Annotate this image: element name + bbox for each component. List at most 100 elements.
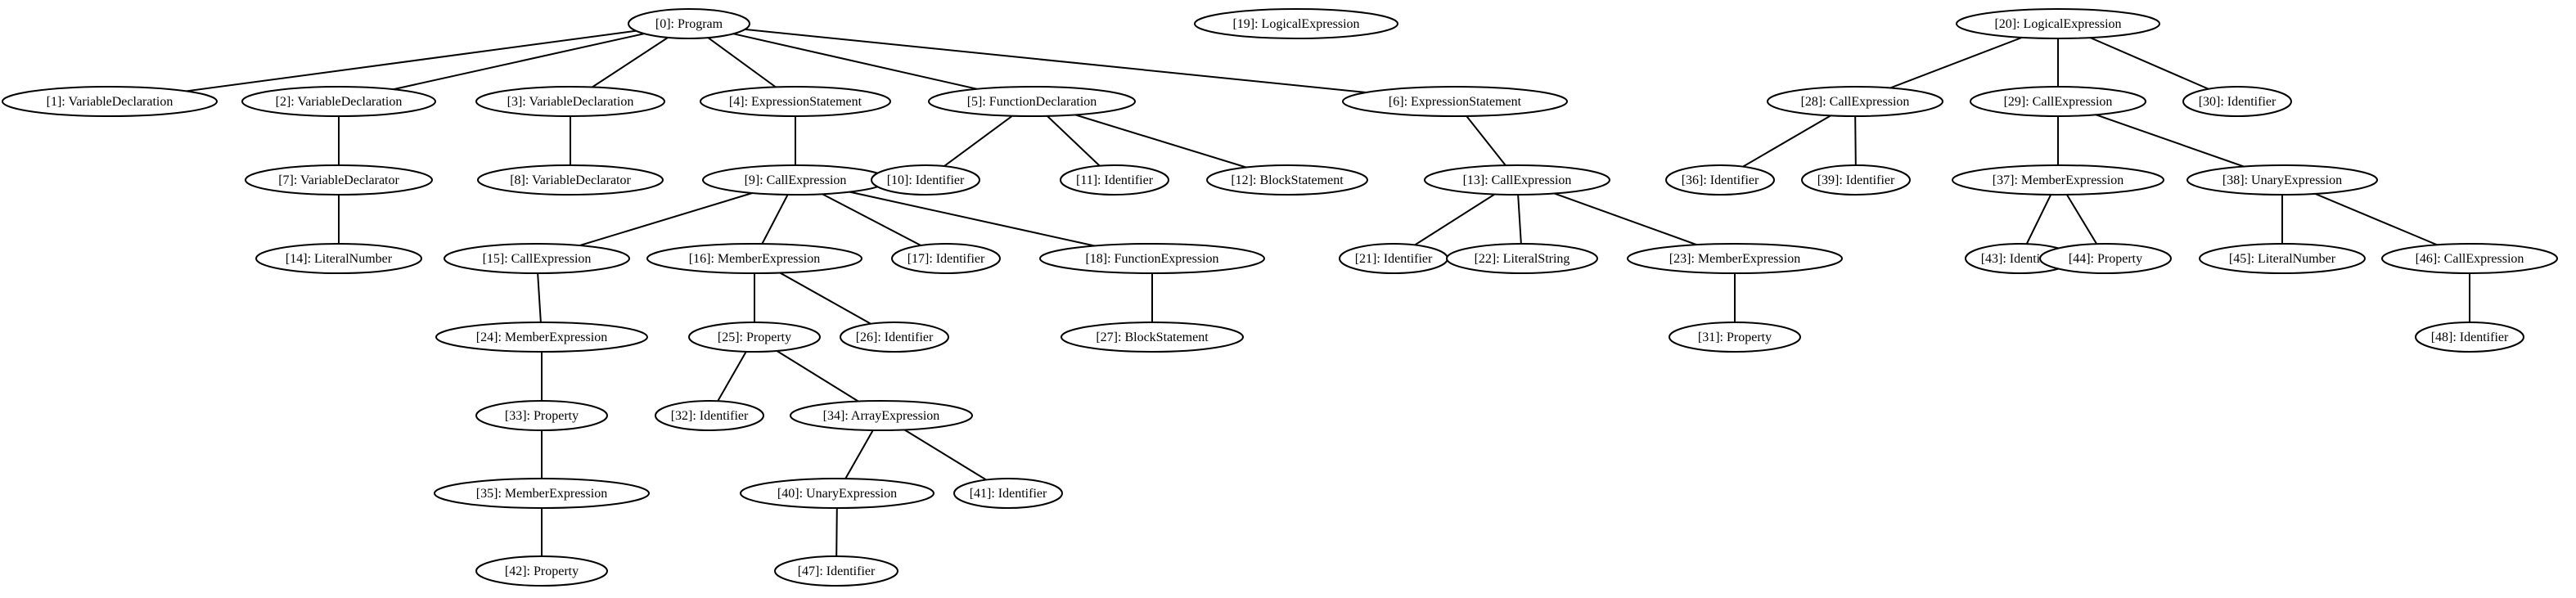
tree-node-shape — [2381, 243, 2558, 274]
tree-node-label: [30]: Identifier — [2199, 95, 2277, 109]
tree-node-label: [6]: ExpressionStatement — [1389, 95, 1522, 109]
tree-node-22: [22]: LiteralString — [1446, 243, 1598, 274]
tree-node-17: [17]: Identifier — [891, 243, 1001, 274]
tree-edge-0-1 — [109, 23, 690, 102]
tree-node-32: [32]: Identifier — [655, 400, 764, 431]
tree-node-label: [34]: ArrayExpression — [823, 409, 940, 423]
tree-node-45: [45]: LiteralNumber — [2199, 243, 2366, 274]
tree-node-20: [20]: LogicalExpression — [1956, 8, 2160, 39]
tree-node-14: [14]: LiteralNumber — [255, 243, 422, 274]
tree-node-9: [9]: CallExpression — [702, 164, 889, 196]
tree-node-47: [47]: Identifier — [774, 555, 898, 587]
tree-node-label: [40]: UnaryExpression — [777, 487, 897, 501]
tree-node-label: [41]: Identifier — [970, 487, 1047, 501]
tree-node-shape — [1956, 8, 2160, 39]
tree-node-shape — [1446, 243, 1598, 274]
tree-node-29: [29]: CallExpression — [1970, 86, 2146, 117]
tree-node-15: [15]: CallExpression — [444, 243, 630, 274]
tree-node-35: [35]: MemberExpression — [434, 478, 650, 509]
tree-node-label: [8]: VariableDeclarator — [510, 173, 631, 187]
tree-node-2: [2]: VariableDeclaration — [241, 86, 436, 117]
tree-node-label: [19]: LogicalExpression — [1232, 17, 1359, 31]
tree-node-21: [21]: Identifier — [1339, 243, 1448, 274]
tree-node-33: [33]: Property — [475, 400, 608, 431]
tree-node-shape — [655, 400, 764, 431]
tree-node-label: [48]: Identifier — [2431, 330, 2509, 344]
tree-node-6: [6]: ExpressionStatement — [1342, 86, 1568, 117]
tree-node-label: [2]: VariableDeclaration — [276, 95, 403, 109]
tree-node-shape — [628, 8, 750, 39]
tree-node-shape — [1194, 8, 1398, 39]
tree-node-30: [30]: Identifier — [2182, 86, 2292, 117]
tree-node-label: [13]: CallExpression — [1463, 173, 1572, 187]
tree-node-11: [11]: Identifier — [1060, 164, 1169, 196]
tree-node-label: [25]: Property — [718, 330, 791, 344]
tree-node-label: [35]: MemberExpression — [476, 487, 607, 501]
tree-node-label: [0]: Program — [655, 17, 723, 31]
tree-node-shape — [2199, 243, 2366, 274]
tree-node-shape — [1342, 86, 1568, 117]
tree-node-label: [28]: CallExpression — [1801, 95, 1910, 109]
tree-node-label: [10]: Identifier — [887, 173, 965, 187]
tree-node-7: [7]: VariableDeclarator — [245, 164, 433, 196]
tree-node-shape — [477, 164, 664, 196]
tree-node-label: [4]: ExpressionStatement — [729, 95, 862, 109]
tree-node-28: [28]: CallExpression — [1767, 86, 1943, 117]
tree-node-25: [25]: Property — [688, 321, 821, 353]
tree-node-shape — [700, 86, 891, 117]
tree-node-shape — [444, 243, 630, 274]
tree-node-shape — [953, 478, 1063, 509]
tree-node-label: [18]: FunctionExpression — [1085, 252, 1218, 266]
tree-node-8: [8]: VariableDeclarator — [477, 164, 664, 196]
tree-node-shape — [1627, 243, 1843, 274]
tree-node-12: [12]: BlockStatement — [1206, 164, 1368, 196]
tree-node-39: [39]: Identifier — [1801, 164, 1911, 196]
tree-node-label: [24]: MemberExpression — [476, 330, 607, 344]
tree-node-46: [46]: CallExpression — [2381, 243, 2558, 274]
tree-node-shape — [1665, 164, 1775, 196]
tree-node-label: [15]: CallExpression — [483, 252, 592, 266]
tree-node-44: [44]: Property — [2039, 243, 2172, 274]
tree-node-42: [42]: Property — [475, 555, 608, 587]
tree-node-shape — [241, 86, 436, 117]
tree-node-label: [47]: Identifier — [798, 564, 876, 578]
tree-node-shape — [2186, 164, 2378, 196]
tree-node-shape — [646, 243, 862, 274]
tree-node-shape — [1061, 321, 1244, 353]
tree-node-shape — [1767, 86, 1943, 117]
tree-node-label: [21]: Identifier — [1355, 252, 1433, 266]
tree-edge-0-6 — [688, 23, 1456, 102]
tree-node-label: [45]: LiteralNumber — [2229, 252, 2336, 266]
tree-node-shape — [928, 86, 1136, 117]
tree-node-shape — [1952, 164, 2164, 196]
tree-node-27: [27]: BlockStatement — [1061, 321, 1244, 353]
tree-node-label: [33]: Property — [505, 409, 579, 423]
tree-node-13: [13]: CallExpression — [1424, 164, 1610, 196]
tree-node-shape — [871, 164, 980, 196]
tree-node-label: [7]: VariableDeclarator — [278, 173, 399, 187]
tree-node-0: [0]: Program — [628, 8, 750, 39]
tree-node-label: [31]: Property — [1698, 330, 1772, 344]
tree-node-18: [18]: FunctionExpression — [1039, 243, 1265, 274]
tree-node-shape — [255, 243, 422, 274]
tree-node-shape — [2, 86, 218, 117]
tree-node-31: [31]: Property — [1669, 321, 1801, 353]
tree-node-5: [5]: FunctionDeclaration — [928, 86, 1136, 117]
tree-node-36: [36]: Identifier — [1665, 164, 1775, 196]
tree-node-shape — [1970, 86, 2146, 117]
tree-node-10: [10]: Identifier — [871, 164, 980, 196]
tree-node-shape — [2039, 243, 2172, 274]
tree-node-label: [36]: Identifier — [1682, 173, 1759, 187]
tree-node-34: [34]: ArrayExpression — [790, 400, 973, 431]
tree-node-26: [26]: Identifier — [840, 321, 949, 353]
tree-node-label: [29]: CallExpression — [2004, 95, 2113, 109]
tree-node-label: [23]: MemberExpression — [1669, 252, 1800, 266]
tree-node-label: [5]: FunctionDeclaration — [967, 95, 1097, 109]
tree-node-shape — [1039, 243, 1265, 274]
tree-nodes: [0]: Program[1]: VariableDeclaration[2]:… — [2, 8, 2558, 587]
tree-node-3: [3]: VariableDeclaration — [475, 86, 665, 117]
tree-node-shape — [1801, 164, 1911, 196]
tree-node-shape — [1206, 164, 1368, 196]
tree-node-19: [19]: LogicalExpression — [1194, 8, 1398, 39]
